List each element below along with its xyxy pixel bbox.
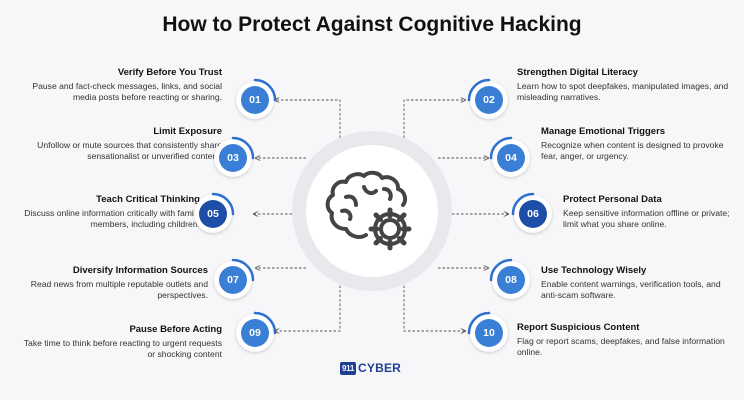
step-02: Strengthen Digital Literacy Learn how to… bbox=[517, 67, 739, 103]
badge-03: 03 bbox=[214, 136, 255, 177]
central-hub bbox=[306, 145, 438, 277]
step-text: Keep sensitive information offline or pr… bbox=[563, 208, 730, 229]
badge-number: 01 bbox=[241, 86, 269, 114]
page-title: How to Protect Against Cognitive Hacking bbox=[162, 13, 582, 36]
badge-number: 06 bbox=[519, 200, 547, 228]
badge-arc bbox=[211, 192, 235, 216]
step-text: Pause and fact-check messages, links, an… bbox=[32, 81, 222, 102]
step-text: Read news from multiple reputable outlet… bbox=[30, 279, 208, 300]
logo-mark: 911 bbox=[340, 361, 357, 375]
badge-08: 08 bbox=[489, 258, 530, 299]
step-title: Report Suspicious Content bbox=[517, 322, 640, 333]
step-text: Learn how to spot deepfakes, manipulated… bbox=[517, 81, 729, 102]
step-03: Limit Exposure Unfollow or mute sources … bbox=[22, 126, 222, 162]
step-title: Use Technology Wisely bbox=[541, 265, 647, 276]
step-text: Discuss online information critically wi… bbox=[24, 208, 200, 229]
badge-01: 01 bbox=[236, 78, 277, 119]
badge-arc bbox=[467, 311, 491, 335]
badge-number: 04 bbox=[497, 144, 525, 172]
badge-arc bbox=[489, 258, 513, 282]
badge-number: 10 bbox=[475, 319, 503, 347]
step-text: Unfollow or mute sources that consistent… bbox=[37, 140, 222, 161]
logo-word: CYBER bbox=[358, 361, 402, 375]
connector-01 bbox=[275, 100, 341, 156]
badge-number: 07 bbox=[219, 266, 247, 294]
brand-logo: 911 CYBER bbox=[340, 360, 401, 376]
badge-number: 09 bbox=[241, 319, 269, 347]
badge-02: 02 bbox=[467, 78, 508, 119]
step-06: Protect Personal Data Keep sensitive inf… bbox=[563, 194, 741, 230]
badge-arc bbox=[231, 136, 255, 160]
badge-06: 06 bbox=[511, 192, 552, 233]
badge-arc bbox=[231, 258, 255, 282]
step-text: Enable content warnings, verification to… bbox=[541, 279, 721, 300]
badge-07: 07 bbox=[214, 258, 255, 299]
step-04: Manage Emotional Triggers Recognize when… bbox=[541, 126, 739, 162]
badge-number: 03 bbox=[219, 144, 247, 172]
badge-number: 05 bbox=[199, 200, 227, 228]
badge-arc bbox=[253, 311, 277, 335]
step-09: Pause Before Acting Take time to think b… bbox=[22, 324, 222, 360]
badge-arc bbox=[511, 192, 535, 216]
brain-gear-icon bbox=[325, 170, 412, 251]
step-title: Protect Personal Data bbox=[563, 194, 662, 205]
step-title: Diversify Information Sources bbox=[72, 265, 208, 276]
connector-09 bbox=[275, 272, 341, 331]
step-07: Diversify Information Sources Read news … bbox=[8, 265, 208, 301]
step-title: Verify Before You Trust bbox=[117, 67, 222, 78]
step-05: Teach Critical Thinking Discuss online i… bbox=[0, 194, 200, 230]
badge-10: 10 bbox=[467, 311, 508, 352]
step-10: Report Suspicious Content Flag or report… bbox=[517, 322, 735, 358]
step-title: Pause Before Acting bbox=[129, 324, 222, 335]
step-01: Verify Before You Trust Pause and fact-c… bbox=[22, 67, 222, 103]
badge-05: 05 bbox=[194, 192, 235, 233]
connector-02 bbox=[403, 100, 465, 156]
step-title: Manage Emotional Triggers bbox=[541, 126, 666, 137]
step-text: Flag or report scams, deepfakes, and fal… bbox=[517, 336, 725, 357]
step-title: Strengthen Digital Literacy bbox=[517, 67, 638, 78]
badge-arc bbox=[253, 78, 277, 102]
badge-04: 04 bbox=[489, 136, 530, 177]
connector-10 bbox=[403, 272, 465, 331]
step-title: Teach Critical Thinking bbox=[96, 194, 200, 205]
step-text: Recognize when content is designed to pr… bbox=[541, 140, 724, 161]
badge-number: 08 bbox=[497, 266, 525, 294]
step-title: Limit Exposure bbox=[153, 126, 222, 137]
badge-09: 09 bbox=[236, 311, 277, 352]
step-08: Use Technology Wisely Enable content war… bbox=[541, 265, 739, 301]
badge-arc bbox=[467, 78, 491, 102]
badge-arc bbox=[489, 136, 513, 160]
badge-number: 02 bbox=[475, 86, 503, 114]
step-text: Take time to think before reacting to ur… bbox=[23, 338, 222, 359]
